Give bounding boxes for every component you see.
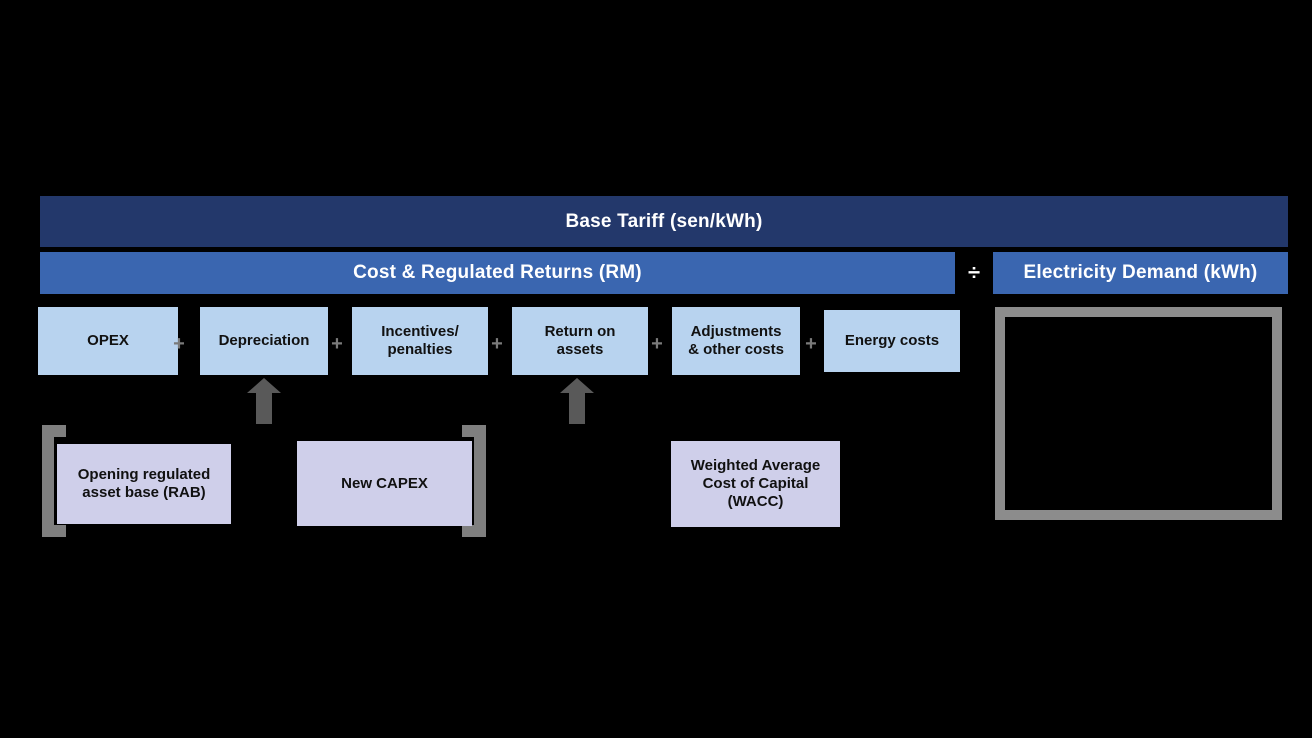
plus-connector-1: + xyxy=(168,333,190,355)
arrow-up-icon-depreciation xyxy=(245,378,283,424)
plus-glyph: + xyxy=(173,333,185,355)
electricity-demand-panel xyxy=(995,307,1282,520)
component-box-depreciation: Depreciation xyxy=(200,307,328,375)
driver-label-new-capex: New CAPEX xyxy=(341,474,428,492)
divide-operator-glyph: ÷ xyxy=(967,260,981,285)
driver-label-rab-line1: Opening regulated xyxy=(77,466,211,483)
driver-box-opening-rab: Opening regulated asset base (RAB) xyxy=(57,444,231,524)
driver-box-wacc: Weighted Average Cost of Capital (WACC) xyxy=(671,441,840,527)
component-label-adjustments-line1: Adjustments xyxy=(690,323,782,341)
electricity-demand-label: Electricity Demand (kWh) xyxy=(1023,262,1258,283)
component-label-opex: OPEX xyxy=(87,332,129,350)
component-box-incentives-penalties: Incentives/ penalties xyxy=(352,307,488,375)
arrow-up-icon-return-on-assets xyxy=(558,378,596,424)
component-box-return-on-assets: Return on assets xyxy=(512,307,648,375)
base-tariff-bar: Base Tariff (sen/kWh) xyxy=(40,196,1288,247)
component-box-opex: OPEX xyxy=(38,307,178,375)
plus-glyph: + xyxy=(491,333,503,355)
driver-label-wacc-line3: (WACC) xyxy=(727,493,784,510)
electricity-demand-bar: Electricity Demand (kWh) xyxy=(993,252,1288,294)
driver-label-wacc-line2: Cost of Capital xyxy=(702,475,809,492)
component-box-energy-costs: Energy costs xyxy=(824,310,960,372)
divide-operator-icon: ÷ xyxy=(955,252,993,294)
bracket-right-icon xyxy=(462,425,486,537)
plus-connector-3: + xyxy=(486,333,508,355)
base-tariff-label: Base Tariff (sen/kWh) xyxy=(565,210,763,232)
cost-and-regulated-returns-bar: Cost & Regulated Returns (RM) xyxy=(40,252,955,294)
plus-glyph: + xyxy=(805,333,817,355)
component-label-depreciation: Depreciation xyxy=(218,332,310,350)
plus-connector-5: + xyxy=(800,333,822,355)
driver-label-rab-line2: asset base (RAB) xyxy=(82,484,206,501)
driver-label-wacc-line1: Weighted Average xyxy=(690,457,821,474)
driver-box-new-capex: New CAPEX xyxy=(297,441,472,526)
component-label-energy-costs: Energy costs xyxy=(844,332,940,350)
component-label-adjustments-line2: & other costs xyxy=(688,341,784,358)
component-label-incentives-line1: Incentives/ xyxy=(381,323,459,341)
component-label-incentives-line2: penalties xyxy=(387,341,453,358)
component-label-return-line1: Return on xyxy=(544,323,616,341)
bracket-left-icon xyxy=(42,425,66,537)
component-box-adjustments-other-costs: Adjustments & other costs xyxy=(672,307,800,375)
component-label-return-line2: assets xyxy=(556,341,604,358)
plus-glyph: + xyxy=(331,333,343,355)
plus-connector-2: + xyxy=(326,333,348,355)
cost-and-regulated-returns-label: Cost & Regulated Returns (RM) xyxy=(353,262,642,283)
plus-connector-4: + xyxy=(646,333,668,355)
plus-glyph: + xyxy=(651,333,663,355)
